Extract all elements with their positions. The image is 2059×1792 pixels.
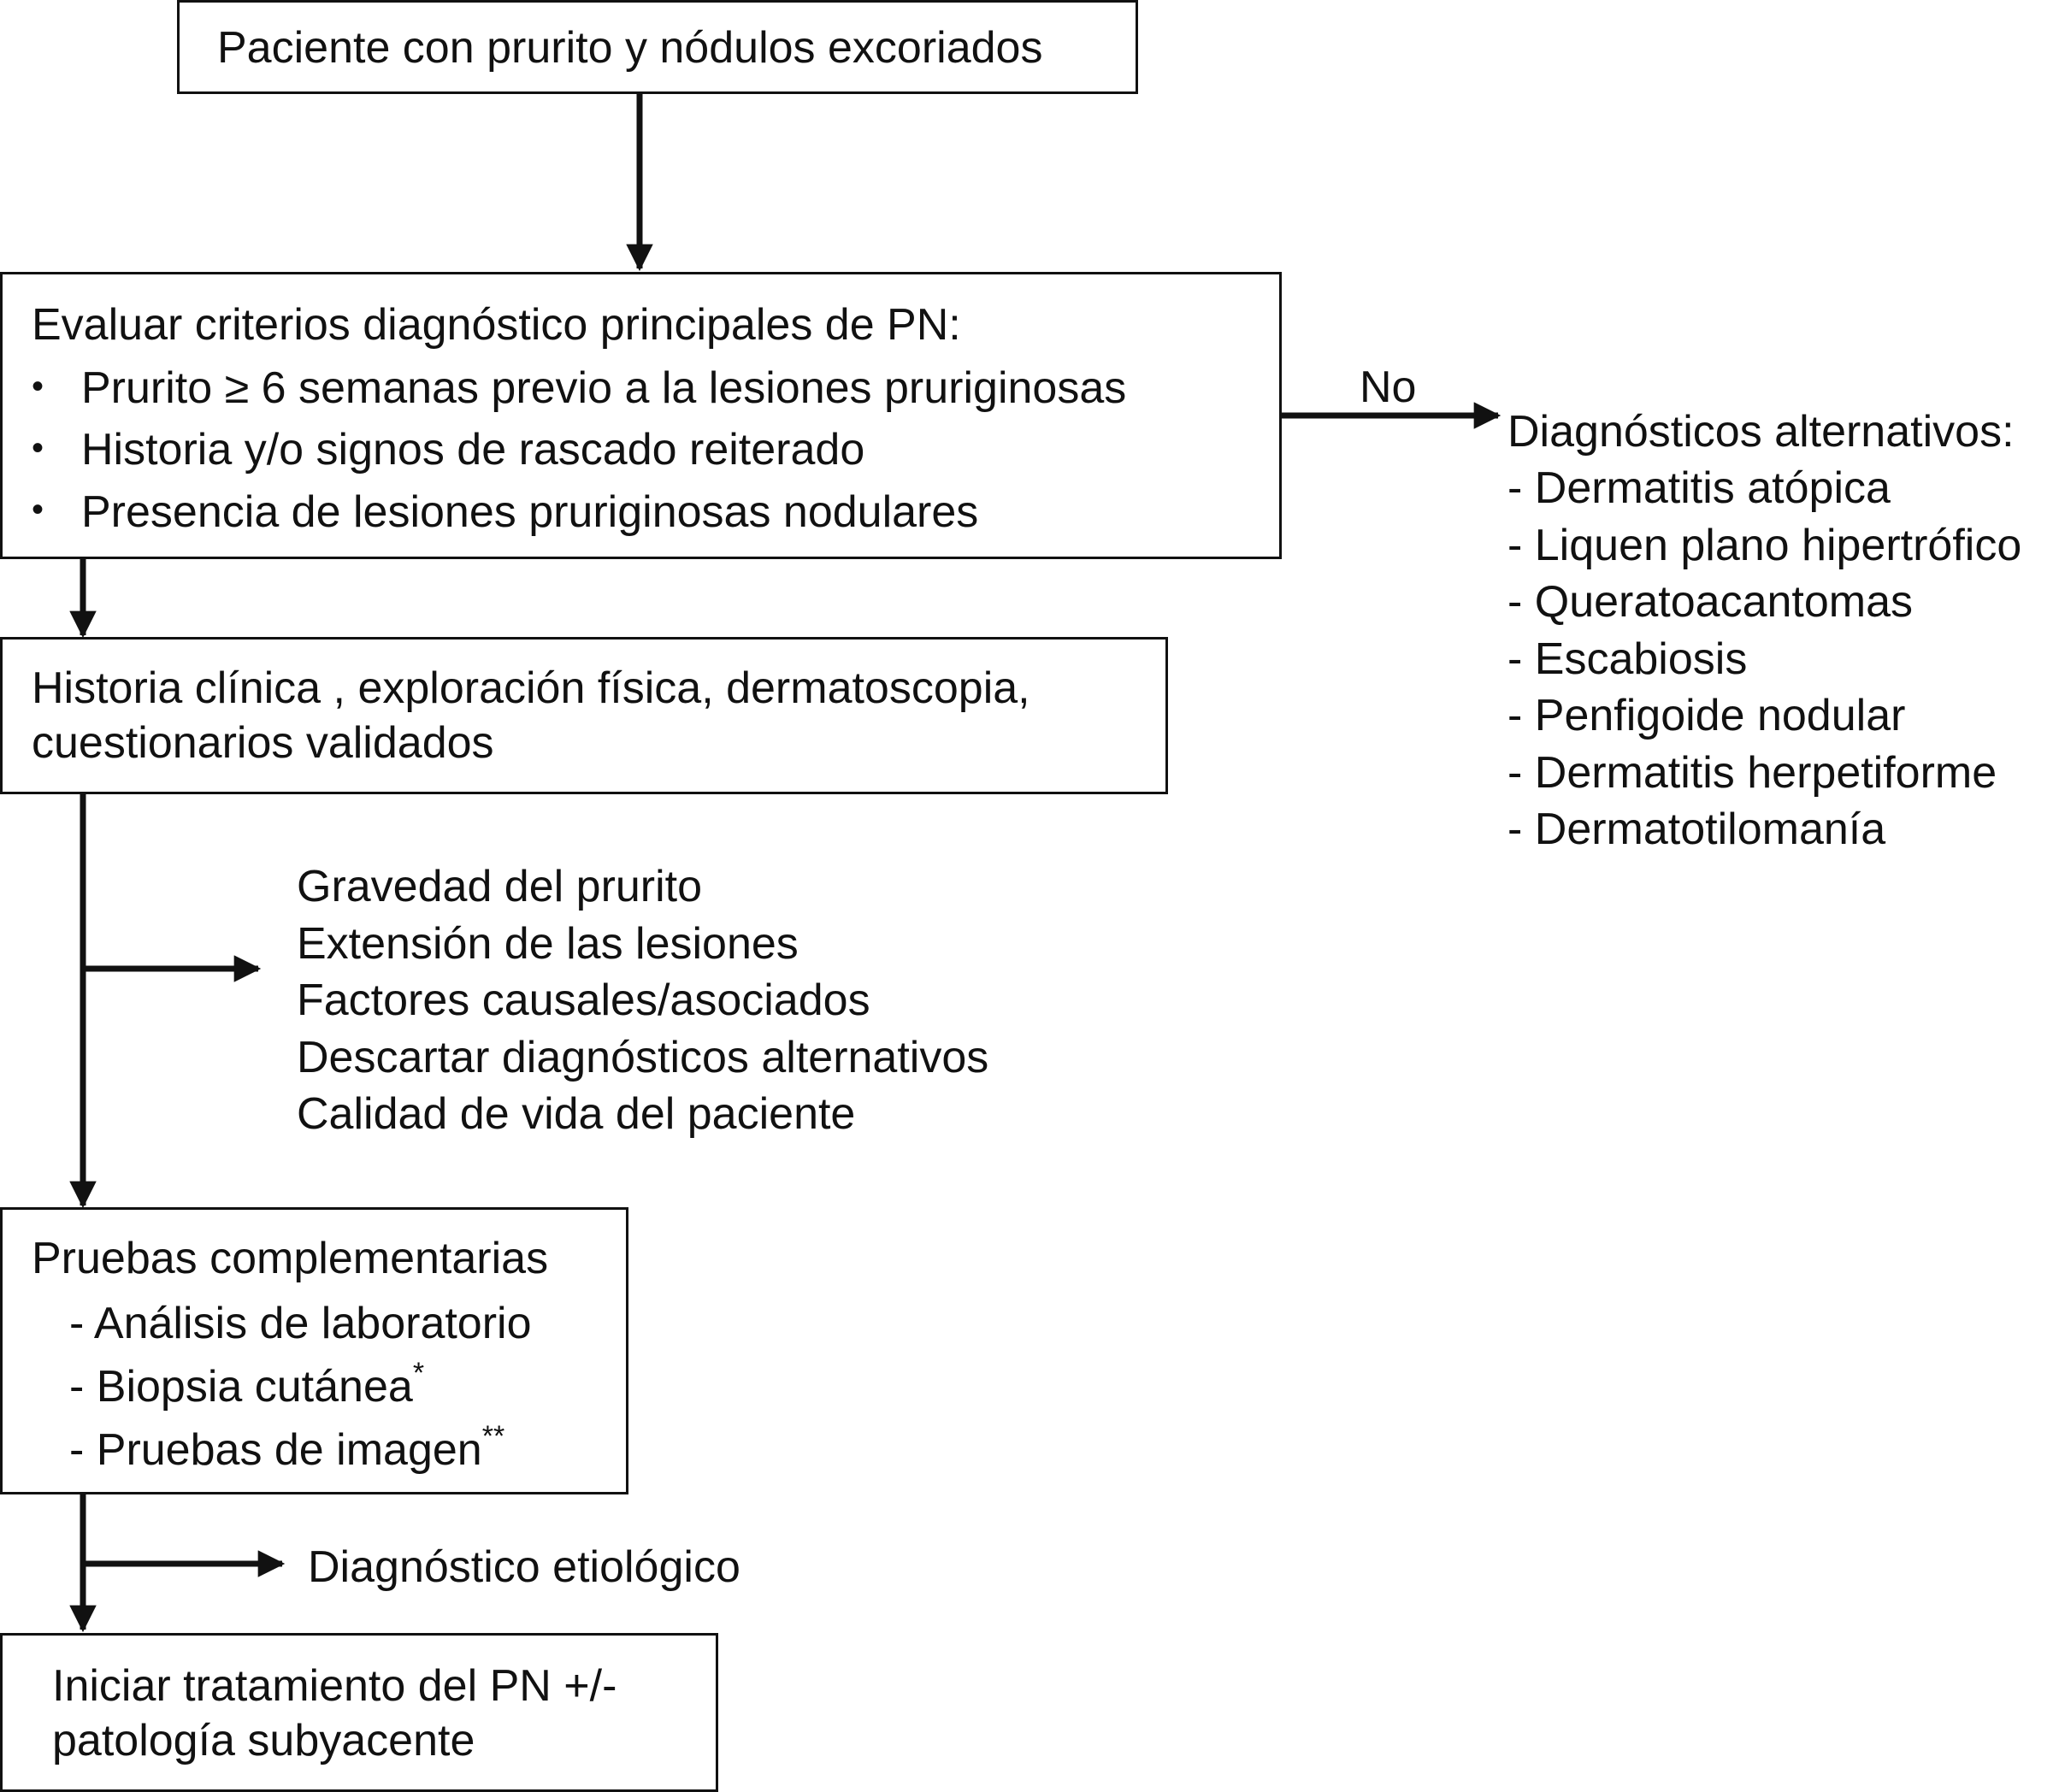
evaluation-item: Descartar diagnósticos alternativos [297,1033,989,1082]
test-item-label: - Pruebas de imagen [69,1425,482,1475]
test-item-mark: ** [481,1420,505,1453]
history-line: Historia clínica , exploración física, d… [32,663,1030,713]
treatment-line: Iniciar tratamiento del PN +/- [52,1661,617,1711]
criteria-item: Prurito ≥ 6 semanas previo a la lesiones… [81,363,1127,413]
alternative-item: - Escabiosis [1507,634,1748,684]
test-item: - Análisis de laboratorio [69,1295,532,1352]
test-item-label: - Análisis de laboratorio [69,1299,532,1348]
evaluation-item: Extensión de las lesiones [297,919,799,969]
history-line: cuestionarios validados [32,718,494,768]
criteria-box: Evaluar criterios diagnóstico principale… [0,272,1282,559]
alternatives-title: Diagnósticos alternativos: [1507,407,2015,457]
start-box: Paciente con prurito y nódulos excoriado… [177,0,1138,94]
test-item-mark: * [412,1357,425,1389]
criteria-bullet-icon: • [32,491,44,528]
test-item: - Pruebas de imagen** [69,1422,504,1478]
criteria-title: Evaluar criterios diagnóstico principale… [32,300,961,350]
alternative-item: - Penfigoide nodular [1507,691,1906,740]
tests-title: Pruebas complementarias [32,1234,549,1283]
criteria-item: Historia y/o signos de rascado reiterado [81,425,865,475]
alternative-item: - Dermatitis herpetiforme [1507,748,1997,798]
test-item-label: - Biopsia cutánea [69,1362,413,1412]
etiology-text: Diagnóstico etiológico [308,1542,740,1592]
treatment-box: Iniciar tratamiento del PN +/- patología… [0,1633,718,1792]
tests-box: Pruebas complementarias - Análisis de la… [0,1207,628,1494]
criteria-bullet-icon: • [32,429,44,467]
alternative-item: - Queratoacantomas [1507,577,1914,627]
evaluation-item: Calidad de vida del paciente [297,1089,856,1139]
history-box: Historia clínica , exploración física, d… [0,637,1168,794]
alternative-item: - Liquen plano hipertrófico [1507,521,2022,570]
evaluation-item: Gravedad del prurito [297,862,703,911]
evaluation-item: Factores causales/asociados [297,976,870,1025]
criteria-bullet-icon: • [32,368,44,405]
test-item: - Biopsia cutánea* [69,1359,424,1415]
criteria-item: Presencia de lesiones pruriginosas nodul… [81,487,979,537]
alternative-item: - Dermatotilomanía [1507,805,1886,854]
treatment-line: patología subyacente [52,1716,475,1765]
start-text: Paciente con prurito y nódulos excoriado… [217,23,1043,73]
no-branch-label: No [1360,363,1417,412]
alternative-item: - Dermatitis atópica [1507,463,1891,513]
